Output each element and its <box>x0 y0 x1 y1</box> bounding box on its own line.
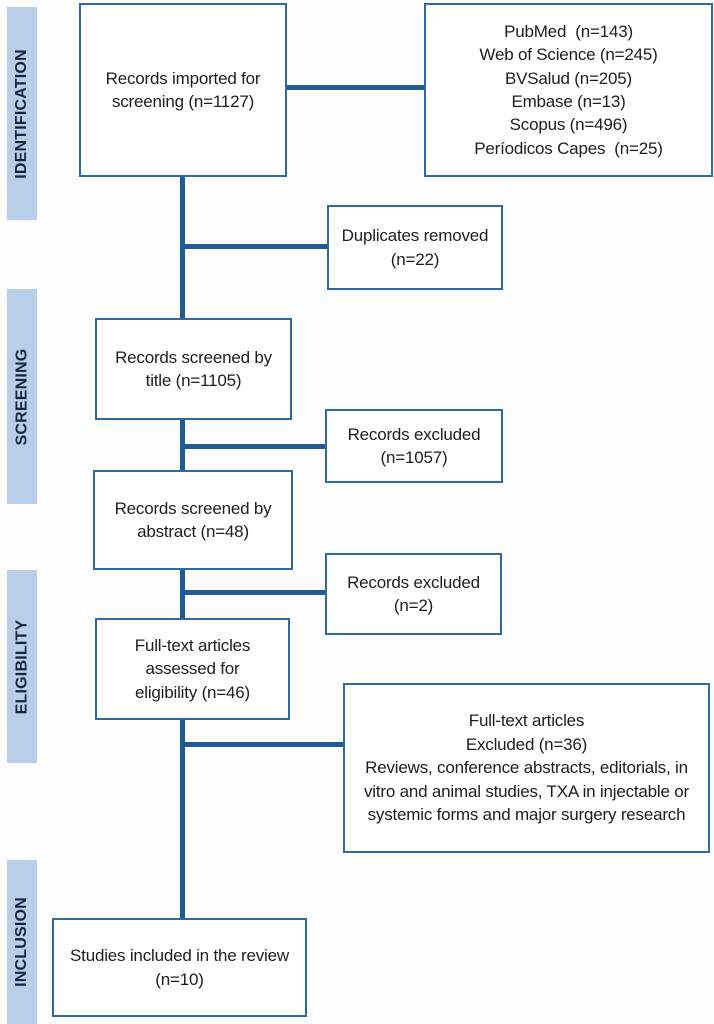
box-line: systemic forms and major surgery researc… <box>367 805 686 825</box>
box-records-screened-title: Records screened by title (n=1105) <box>95 318 292 420</box>
box-line: assessed for <box>145 659 240 679</box>
box-line: eligibility (n=46) <box>135 682 250 702</box>
box-fulltext-excluded: Full-text articles Excluded (n=36) Revie… <box>343 683 710 853</box>
stage-label-inclusion: INCLUSION <box>13 897 30 987</box>
stage-label-eligibility: ELIGIBILITY <box>13 619 30 714</box>
box-line: Períodicos Capes (n=25) <box>474 138 663 158</box>
box-line: Records excluded <box>347 572 480 592</box>
stage-bar-screening: SCREENING <box>7 289 37 504</box>
box-line: Web of Science (n=245) <box>479 45 658 65</box>
connector-branch-duplicates <box>183 244 329 249</box>
box-line: BVSalud (n=205) <box>505 68 632 88</box>
box-line: Full-text articles <box>468 711 585 731</box>
box-line: Records excluded <box>347 424 481 444</box>
box-line: (n=10) <box>155 969 204 989</box>
box-records-imported: Records imported for screening (n=1127) <box>79 3 287 177</box>
box-records-excluded-title: Records excluded (n=1057) <box>325 409 503 483</box>
box-database-sources: PubMed (n=143) Web of Science (n=245) BV… <box>424 3 713 177</box>
box-line: Reviews, conference abstracts, editorial… <box>365 758 688 778</box>
connector-branch-excluded-title <box>183 444 327 449</box>
stage-label-identification: IDENTIFICATION <box>13 48 31 179</box>
stage-label-screening: SCREENING <box>13 348 30 445</box>
box-line: Embase (n=13) <box>511 92 626 111</box>
box-line: PubMed (n=143) <box>504 21 633 41</box>
connector-imported-to-databases <box>285 85 426 90</box>
connector-abstract-to-fulltext <box>180 568 185 620</box>
box-line: vitro and animal studies, TXA in injecta… <box>364 781 689 801</box>
box-line: Records screened by <box>115 347 272 367</box>
box-line: Duplicates removed <box>341 226 489 246</box>
connector-fulltext-to-included <box>180 718 185 920</box>
box-duplicates-removed: Duplicates removed (n=22) <box>327 205 503 290</box>
box-line: Full-text articles <box>134 635 251 655</box>
connector-title-to-abstract <box>180 418 185 472</box>
box-line: screening (n=1127) <box>111 92 255 111</box>
box-line: Studies included in the review <box>70 946 289 966</box>
box-line: Excluded (n=36) <box>465 734 588 754</box>
connector-branch-excluded-abstract <box>183 590 327 595</box>
box-line: (n=22) <box>390 249 440 269</box>
box-line: Scopus (n=496) <box>509 115 628 135</box>
box-line: (n=2) <box>393 596 434 615</box>
connector-branch-fulltext-excluded <box>183 742 345 747</box>
box-records-excluded-abstract: Records excluded (n=2) <box>325 553 502 635</box>
stage-bar-identification: IDENTIFICATION <box>7 7 37 220</box>
stage-bar-inclusion: INCLUSION <box>7 860 37 1024</box>
box-line: Records imported for <box>105 68 261 88</box>
box-line: (n=1057) <box>380 448 448 467</box>
box-line: abstract (n=48) <box>137 522 249 541</box>
box-records-screened-abstract: Records screened by abstract (n=48) <box>93 470 293 570</box>
stage-bar-eligibility: ELIGIBILITY <box>7 570 37 763</box>
box-line: Records screened by <box>114 498 272 518</box>
connector-imported-to-screened-title <box>180 176 185 322</box>
box-studies-included: Studies included in the review (n=10) <box>52 918 307 1017</box>
box-line: title (n=1105) <box>145 371 242 390</box>
box-fulltext-assessed: Full-text articles assessed for eligibil… <box>95 618 290 720</box>
